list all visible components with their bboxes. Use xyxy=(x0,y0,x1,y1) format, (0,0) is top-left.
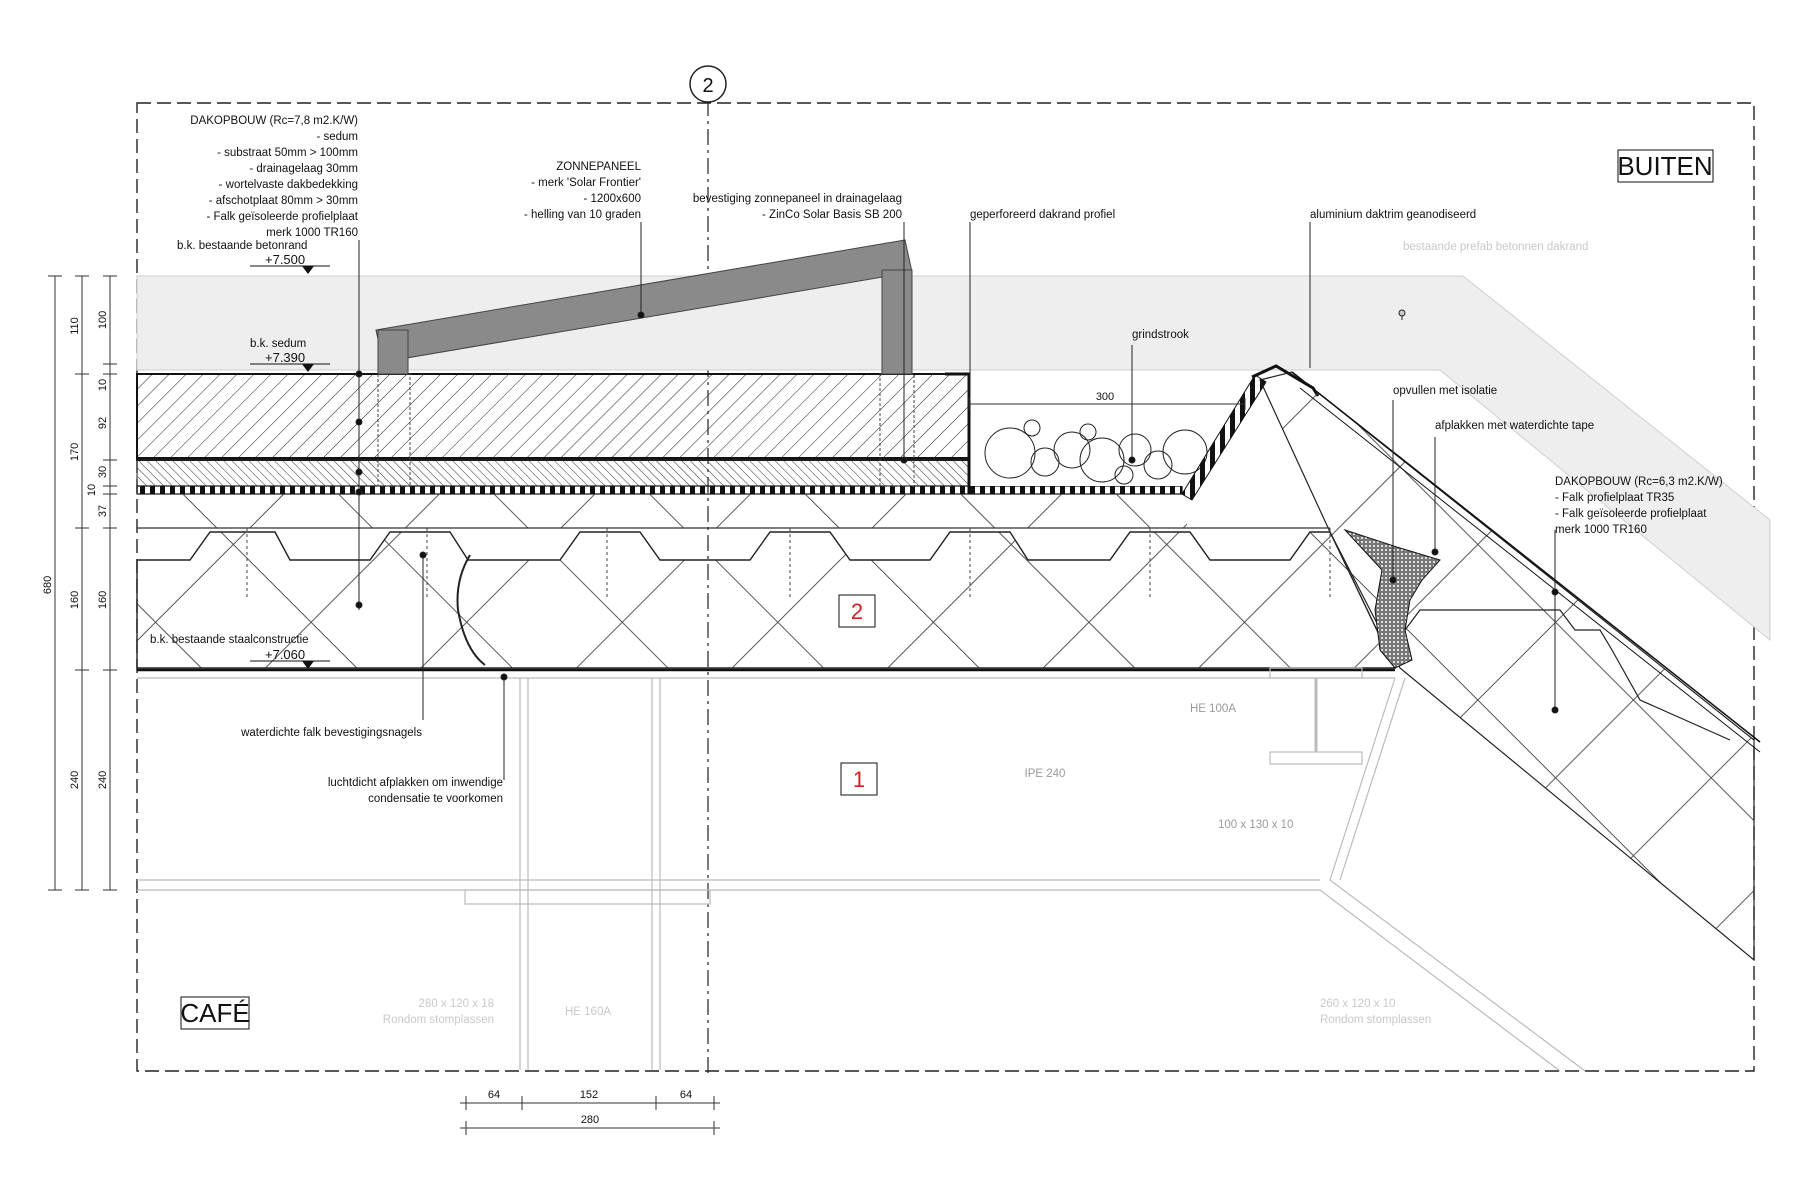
grid-bubble xyxy=(689,65,727,103)
svg-text:- helling van 10 graden: - helling van 10 graden xyxy=(524,209,641,221)
plate-left-line2: Rondom stomplassen xyxy=(383,1014,494,1026)
solar-support-right xyxy=(881,269,913,375)
level-marker-steel xyxy=(302,661,314,669)
level-marker-sedum xyxy=(302,364,314,372)
grid-bubble-label: 2 xyxy=(702,75,713,97)
tape-label: afplakken met waterdichte tape xyxy=(1435,420,1594,432)
svg-text:160: 160 xyxy=(97,591,109,609)
level-steel-label: b.k. bestaande staalconstructie xyxy=(150,634,309,646)
section-marker-2: 2 xyxy=(851,599,863,624)
level-steel-value: +7.060 xyxy=(265,647,305,662)
sheet-return-left xyxy=(456,554,486,666)
svg-text:100: 100 xyxy=(97,311,109,329)
roof-build-right: DAKOPBOUW (Rc=6,3 m2.K/W) - Falk profiel… xyxy=(1555,476,1723,536)
svg-text:- sedum: - sedum xyxy=(316,131,358,143)
svg-text:240: 240 xyxy=(69,771,81,789)
prefab-edge-label: bestaande prefab betonnen dakrand xyxy=(1403,241,1588,253)
svg-text:30: 30 xyxy=(97,466,109,478)
room-inside-label: CAFÉ xyxy=(180,998,249,1028)
sedum-layer xyxy=(136,373,970,461)
steel-structure xyxy=(137,667,1586,1072)
vertical-dimensions xyxy=(48,275,117,891)
level-concrete-label: b.k. bestaande betonrand xyxy=(177,240,307,252)
svg-text:- drainagelaag 30mm: - drainagelaag 30mm xyxy=(249,163,358,175)
section-marker-1-box xyxy=(840,762,878,796)
svg-text:680: 680 xyxy=(42,576,54,594)
room-outside-label: BUITEN xyxy=(1617,151,1712,181)
level-sedum-value: +7.390 xyxy=(265,350,305,365)
svg-text:- substraat 50mm > 100mm: - substraat 50mm > 100mm xyxy=(217,147,358,159)
level-marker-concrete xyxy=(302,266,314,274)
bottom-dim-64-right: 64 xyxy=(680,1089,692,1101)
bottom-dim-64-left: 64 xyxy=(488,1089,500,1101)
angle-label: 100 x 130 x 10 xyxy=(1218,819,1293,831)
svg-text:37: 37 xyxy=(97,505,109,517)
drainage-layer xyxy=(136,459,970,487)
svg-text:92: 92 xyxy=(97,417,109,429)
svg-text:bevestiging zonnepaneel in dra: bevestiging zonnepaneel in drainagelaag xyxy=(693,193,902,205)
section-marker-1: 1 xyxy=(853,767,865,792)
ipe240-label: IPE 240 xyxy=(1025,768,1066,780)
svg-text:merk 1000 TR160: merk 1000 TR160 xyxy=(266,227,358,239)
svg-text:DAKOPBOUW (Rc=6,3 m2.K/W): DAKOPBOUW (Rc=6,3 m2.K/W) xyxy=(1555,476,1723,488)
svg-text:160: 160 xyxy=(69,591,81,609)
he100a-label: HE 100A xyxy=(1190,703,1236,715)
svg-text:- Falk geïsoleerde profielplaa: - Falk geïsoleerde profielplaat xyxy=(1555,508,1707,520)
roof-build-left: DAKOPBOUW (Rc=7,8 m2.K/W) - sedum - subs… xyxy=(190,115,359,239)
plate-left-line1: 280 x 120 x 18 xyxy=(419,998,494,1010)
gravel-label: grindstrook xyxy=(1132,329,1189,341)
filled-insulation xyxy=(1343,528,1441,669)
airtight-label-line1: luchtdicht afplakken om inwendige xyxy=(328,777,503,789)
section-marker-2-box xyxy=(838,594,876,628)
leader-lines xyxy=(355,222,1559,780)
roof-membrane xyxy=(136,485,1183,495)
bottom-dim-280: 280 xyxy=(581,1114,599,1126)
gravel-stones xyxy=(984,419,1208,485)
gravel-width: 300 xyxy=(1096,391,1114,403)
plate-right-line2: Rondom stomplassen xyxy=(1320,1014,1431,1026)
nails-label: waterdichte falk bevestigingsnagels xyxy=(240,727,422,739)
room-inside-box xyxy=(180,996,250,1030)
svg-text:- wortelvaste dakbedekking: - wortelvaste dakbedekking xyxy=(219,179,358,191)
svg-text:- ZinCo Solar Basis SB 200: - ZinCo Solar Basis SB 200 xyxy=(762,209,902,221)
svg-text:110: 110 xyxy=(69,317,81,335)
svg-text:- merk 'Solar Frontier': - merk 'Solar Frontier' xyxy=(531,177,641,189)
insulation-panel-top xyxy=(137,494,1187,528)
airtight-label-line2: condensatie te voorkomen xyxy=(368,793,503,805)
room-outside-box xyxy=(1617,149,1714,183)
insulated-profile-panel xyxy=(136,531,1397,669)
plate-right-line1: 260 x 120 x 10 xyxy=(1320,998,1395,1010)
svg-text:170: 170 xyxy=(69,443,81,461)
sloped-profile-ridges xyxy=(1404,609,1731,741)
vertical-dimension-labels: 680 110 170 160 240 100 10 92 30 10 37 1… xyxy=(42,311,109,789)
svg-text:merk 1000 TR160: merk 1000 TR160 xyxy=(1555,524,1647,536)
solar-panel-text: ZONNEPANEEL - merk 'Solar Frontier' - 12… xyxy=(524,161,642,221)
solar-support-left xyxy=(377,329,409,375)
aluminium-trim-label: aluminium daktrim geanodiseerd xyxy=(1310,209,1476,221)
fill-insulation-label: opvullen met isolatie xyxy=(1393,385,1497,397)
roof-build-left-title: DAKOPBOUW (Rc=7,8 m2.K/W) xyxy=(190,115,358,127)
bottom-dim-152: 152 xyxy=(580,1089,598,1101)
svg-text:ZONNEPANEEL: ZONNEPANEEL xyxy=(556,161,641,173)
svg-text:10: 10 xyxy=(97,379,109,391)
fasteners xyxy=(246,528,1331,600)
bottom-dimensions xyxy=(460,1096,720,1135)
svg-text:- 1200x600: - 1200x600 xyxy=(583,193,641,205)
svg-text:10: 10 xyxy=(86,484,98,496)
he160a-label: HE 160A xyxy=(565,1006,611,1018)
prefab-concrete-edge xyxy=(136,275,1771,642)
gravel-dimension xyxy=(968,398,1246,410)
level-concrete-value: +7.500 xyxy=(265,252,305,267)
mounting-text: bevestiging zonnepaneel in drainagelaag … xyxy=(693,193,902,221)
svg-text:- afschotplaat 80mm > 30mm: - afschotplaat 80mm > 30mm xyxy=(209,195,358,207)
perforated-edge-profile xyxy=(945,372,971,494)
level-sedum-label: b.k. sedum xyxy=(250,338,306,350)
perforated-edge-label: geperforeerd dakrand profiel xyxy=(970,209,1115,221)
svg-text:- Falk profielplaat TR35: - Falk profielplaat TR35 xyxy=(1555,492,1674,504)
svg-text:- Falk geïsoleerde profielplaa: - Falk geïsoleerde profielplaat xyxy=(207,211,359,223)
svg-text:240: 240 xyxy=(97,771,109,789)
